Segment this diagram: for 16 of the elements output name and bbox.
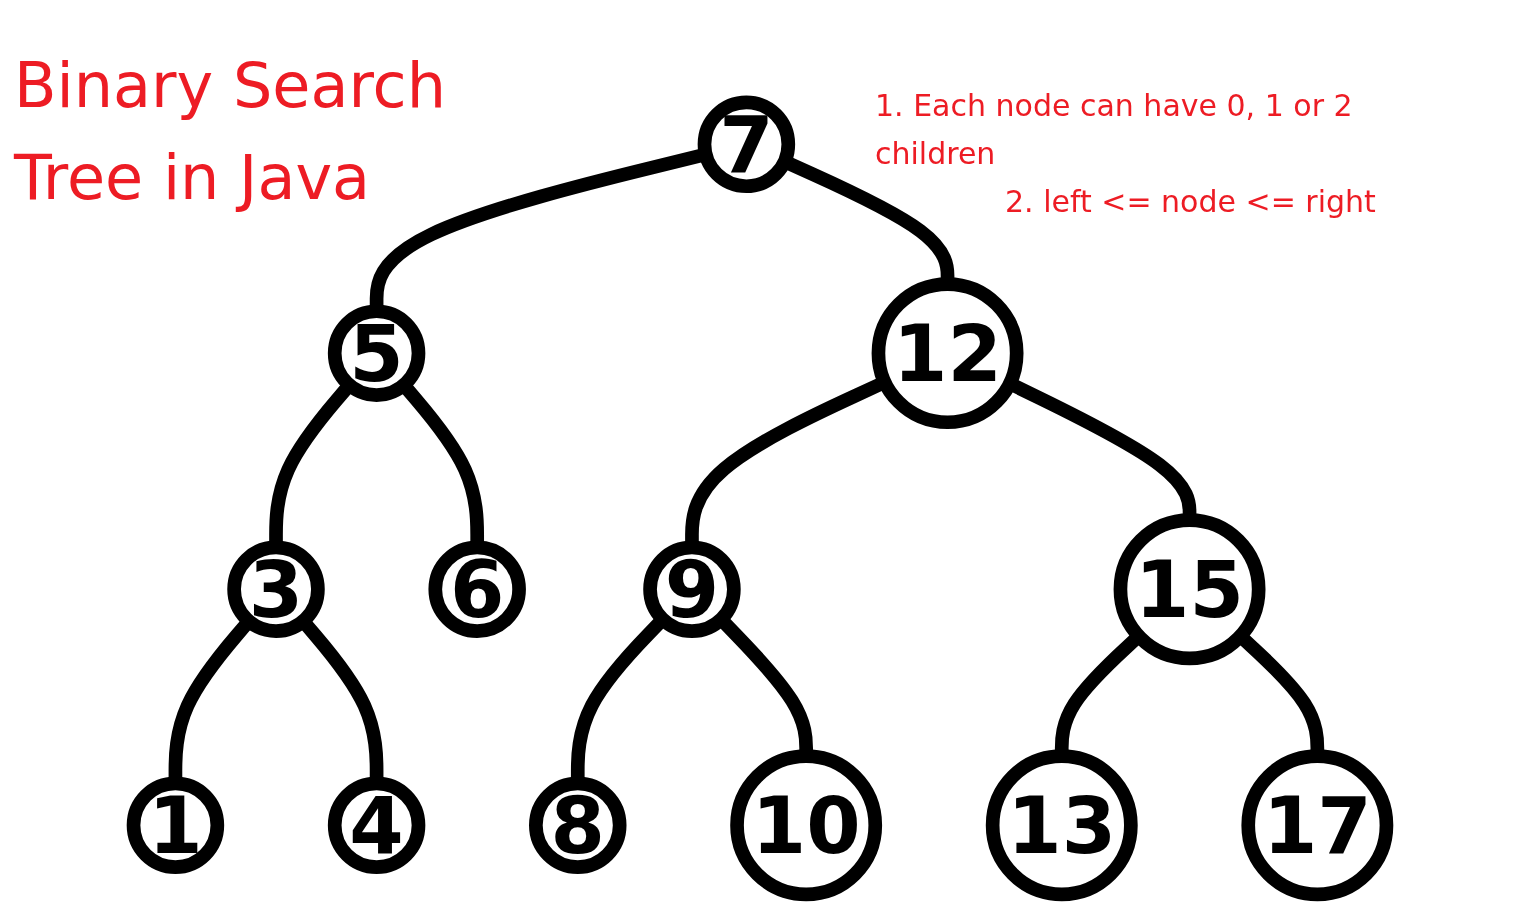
node-circle: 13: [985, 749, 1138, 902]
node-circle: 10: [730, 749, 883, 902]
note-text: 2. left <= node <= right: [1004, 183, 1377, 221]
node-circle: 15: [1113, 513, 1266, 666]
node-circle: 6: [428, 540, 526, 638]
node-circle: 9: [643, 540, 741, 638]
node-circle: 1: [126, 776, 225, 874]
node-circle: 7: [697, 95, 796, 194]
node-circle: 5: [327, 304, 426, 402]
note-text: 1. Each node can have 0, 1 or 2 children: [875, 87, 1354, 173]
node-circle: 17: [1241, 749, 1394, 902]
title: Binary Search Tree in Java: [14, 48, 447, 216]
node-circle: 4: [327, 776, 426, 874]
node-circle: 8: [529, 776, 627, 874]
node-circle: 3: [227, 540, 325, 638]
node-circle: 12: [871, 277, 1024, 430]
